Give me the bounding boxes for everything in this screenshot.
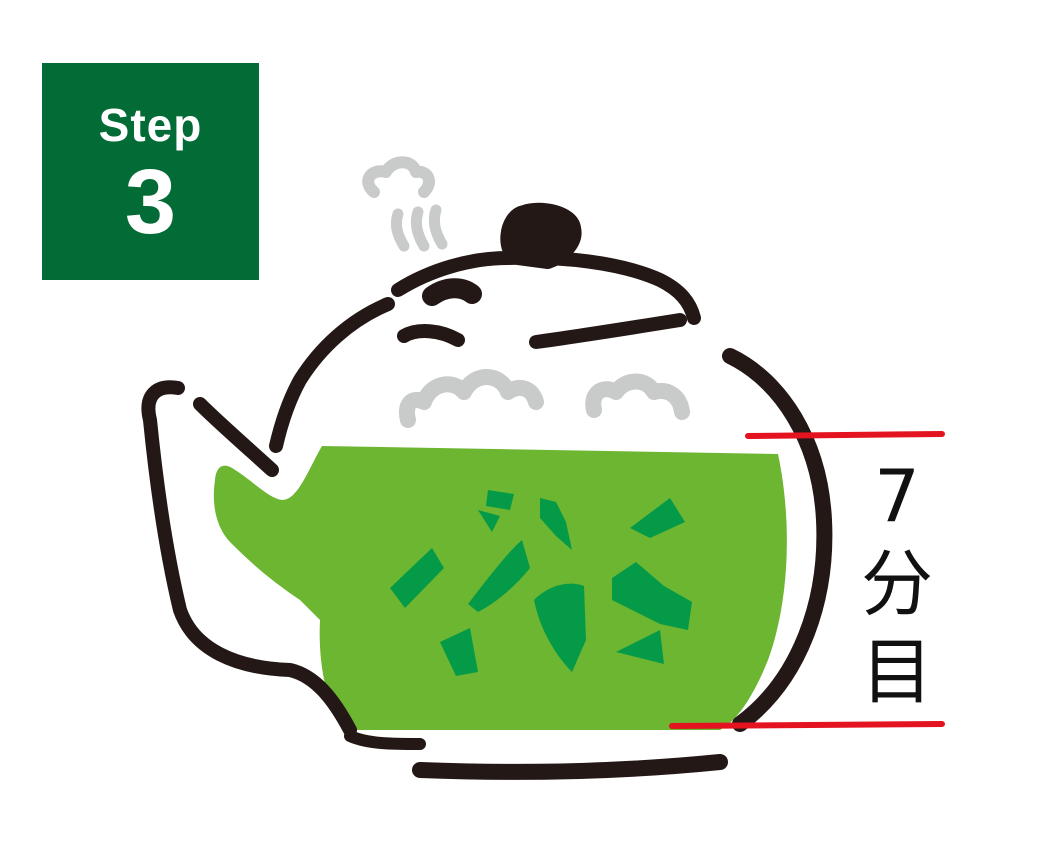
- fill-level-label: 7 分 目: [852, 452, 942, 716]
- step-number: 3: [124, 150, 177, 253]
- steam-icon: [362, 156, 690, 428]
- fill-level-char-3: 目: [860, 630, 933, 714]
- fill-level-markers: [669, 431, 945, 729]
- teapot-icon: [141, 202, 833, 780]
- fill-bottom-marker: [669, 721, 945, 729]
- fill-level-char-1: 7: [874, 454, 920, 538]
- step-label: Step: [98, 98, 203, 151]
- fill-top-marker: [745, 431, 945, 439]
- step-badge: Step 3: [42, 63, 259, 280]
- tea-leaf-icon: [390, 490, 692, 676]
- fill-level-char-2: 分: [860, 542, 933, 626]
